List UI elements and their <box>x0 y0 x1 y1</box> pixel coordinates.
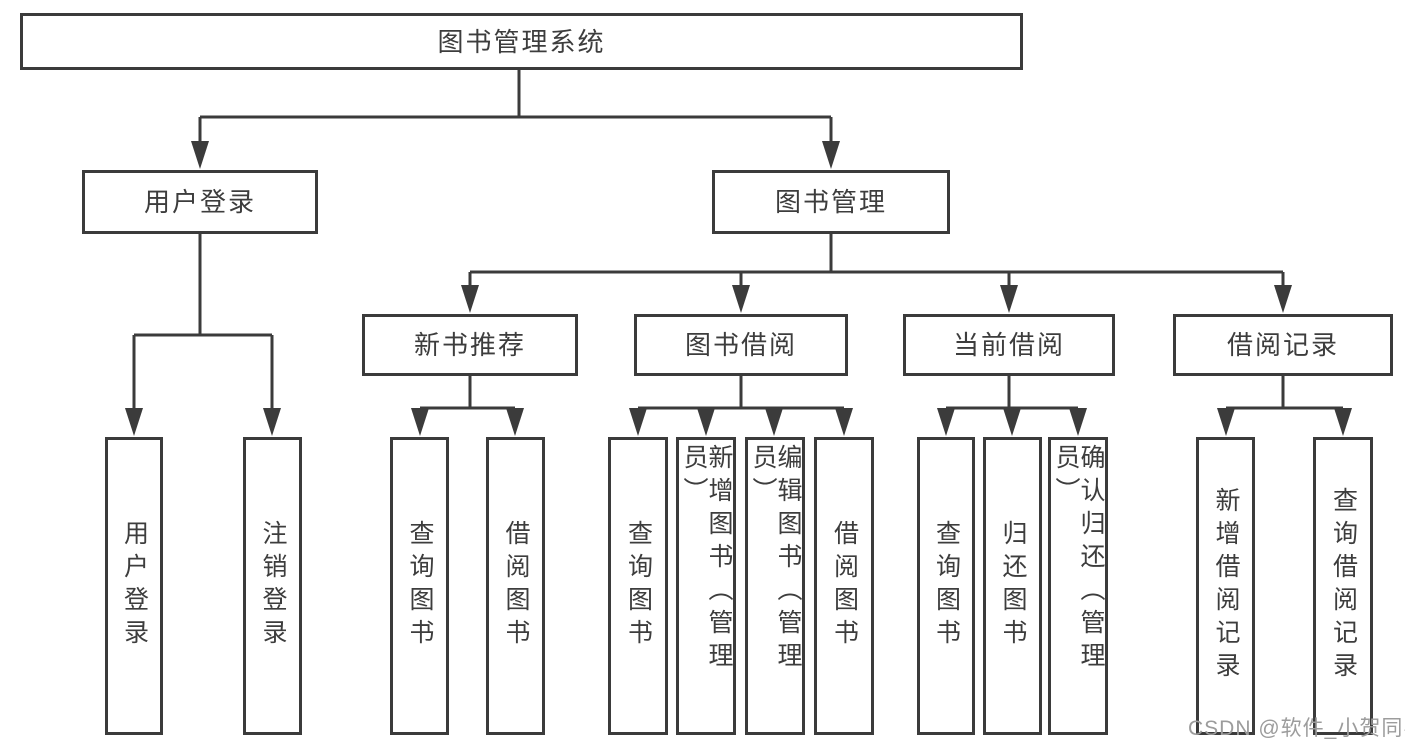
arrow-icon <box>835 408 853 436</box>
arrow-icon <box>461 285 479 313</box>
edge-book-mgmt-to-level3 <box>468 234 1285 288</box>
arrow-icon <box>732 285 750 313</box>
arrow-icon <box>506 408 524 436</box>
node-root-system: 图书管理系统 <box>20 13 1023 70</box>
arrow-icon <box>1274 285 1292 313</box>
node-new-book-recommendation: 新书推荐 <box>362 314 578 376</box>
arrow-icon <box>822 141 840 169</box>
edge-root-to-level2 <box>198 70 833 145</box>
edge-book-borrow-to-leaves <box>638 376 844 410</box>
csdn-watermark: CSDN @软件_小贺同学 <box>1188 717 1405 740</box>
arrow-icon <box>191 141 209 169</box>
leaf-edit-book-admin: 编辑图书（管理员） <box>745 437 805 735</box>
leaf-add-borrow-record: 新增借阅记录 <box>1196 437 1255 735</box>
leaf-borrow-books-recommend: 借阅图书 <box>486 437 545 735</box>
arrow-icon <box>411 408 429 436</box>
node-current-borrowing: 当前借阅 <box>903 314 1115 376</box>
arrow-icon <box>697 408 715 436</box>
arrowheads <box>125 141 1352 436</box>
leaf-logout: 注销登录 <box>243 437 302 735</box>
arrow-icon <box>1334 408 1352 436</box>
arrow-icon <box>1217 408 1235 436</box>
arrow-icon <box>263 408 281 436</box>
leaf-return-book: 归还图书 <box>983 437 1042 735</box>
leaf-query-books-borrow: 查询图书 <box>608 437 668 735</box>
leaf-add-book-admin: 新增图书（管理员） <box>676 437 736 735</box>
arrow-icon <box>1069 408 1087 436</box>
arrow-icon <box>765 408 783 436</box>
leaf-query-books-current: 查询图书 <box>917 437 975 735</box>
node-book-borrowing: 图书借阅 <box>634 314 848 376</box>
edge-user-login-to-leaves <box>132 234 274 412</box>
node-user-login: 用户登录 <box>82 170 318 234</box>
arrow-icon <box>629 408 647 436</box>
arrow-icon <box>937 408 955 436</box>
leaf-borrow-books-borrow: 借阅图书 <box>814 437 874 735</box>
arrow-icon <box>1000 285 1018 313</box>
leaf-user-login: 用户登录 <box>105 437 163 735</box>
leaf-query-books-recommend: 查询图书 <box>390 437 449 735</box>
edge-current-borrow-to-leaves <box>946 376 1078 410</box>
leaf-confirm-return-admin: 确认归还（管理员） <box>1048 437 1108 735</box>
edge-records-to-leaves <box>1226 376 1343 410</box>
leaf-query-borrow-record: 查询借阅记录 <box>1313 437 1373 735</box>
arrow-icon <box>1003 408 1021 436</box>
edge-new-rec-to-leaves <box>420 376 515 410</box>
arrow-icon <box>125 408 143 436</box>
node-borrowing-records: 借阅记录 <box>1173 314 1393 376</box>
node-book-management: 图书管理 <box>712 170 950 234</box>
